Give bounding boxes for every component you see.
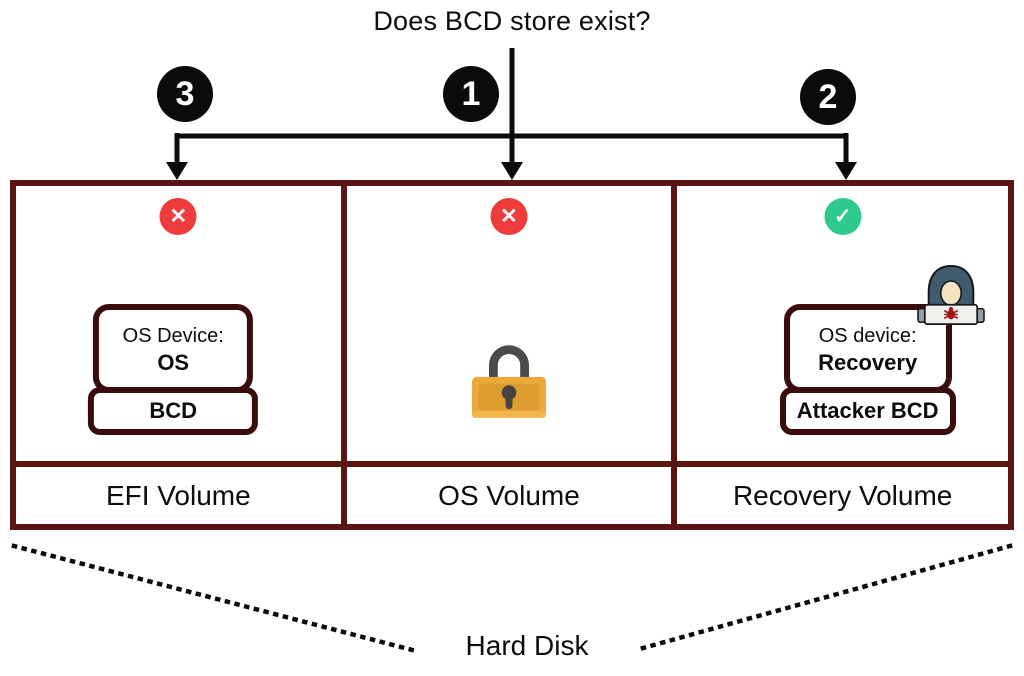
hard-disk-label: Hard Disk xyxy=(465,630,589,661)
efi-device-assembly: OS Device: OS BCD xyxy=(88,304,259,435)
step-badge-1: 1 xyxy=(443,66,499,122)
attacker-icon xyxy=(916,264,986,330)
step-number: 2 xyxy=(818,77,838,116)
efi-volume-panel: ✕ OS Device: OS BCD xyxy=(16,186,347,467)
check-glyph: ✓ xyxy=(833,205,852,228)
os-device-box: OS Device: OS xyxy=(93,304,254,393)
step-number: 1 xyxy=(461,74,481,113)
volumes-grid: ✕ OS Device: OS BCD ✕ xyxy=(10,180,1014,530)
step-number: 3 xyxy=(175,74,195,113)
os-volume-label: OS Volume xyxy=(346,467,678,524)
step-badge-3: 3 xyxy=(157,66,213,122)
bcd-store-box: BCD xyxy=(88,387,259,435)
cross-glyph: ✕ xyxy=(169,205,188,228)
device-label: OS device: xyxy=(818,325,917,347)
arrowhead-recovery xyxy=(835,162,857,180)
recovery-device-assembly: OS device: Recovery Attacker BCD xyxy=(779,264,985,435)
recovery-volume-label: Recovery Volume xyxy=(677,467,1008,524)
cross-icon: ✕ xyxy=(159,198,197,235)
efi-volume-label: EFI Volume xyxy=(16,467,347,524)
step-badge-2: 2 xyxy=(800,69,856,125)
os-volume-panel: ✕ xyxy=(346,186,678,467)
arrowhead-efi xyxy=(166,162,188,180)
attacker-bcd-box: Attacker BCD xyxy=(779,387,956,435)
device-label: OS Device: xyxy=(122,325,224,347)
lock-icon xyxy=(470,328,548,425)
device-value: Recovery xyxy=(818,350,918,375)
arrowhead-os xyxy=(501,162,523,180)
cross-icon: ✕ xyxy=(490,198,528,235)
device-value: OS xyxy=(157,350,190,375)
check-icon: ✓ xyxy=(824,198,862,235)
cross-glyph: ✕ xyxy=(500,205,518,228)
recovery-volume-panel: ✓ xyxy=(677,186,1008,467)
diagram-title: Does BCD store exist? xyxy=(373,6,651,36)
